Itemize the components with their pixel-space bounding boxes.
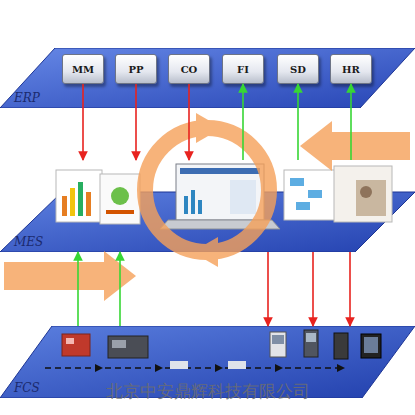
watermark-text: 北京中安鼎辉科技有限公司 <box>106 381 310 401</box>
erp-module: PP <box>115 54 157 84</box>
layer-name: ERP <box>14 91 40 105</box>
module-name: MM <box>72 64 94 75</box>
flow-arrow <box>77 252 79 326</box>
erp-module: CO <box>168 54 210 84</box>
flow-arrow <box>82 84 84 160</box>
layer-name: FCS <box>14 381 40 395</box>
flow-arrow <box>119 252 121 326</box>
erp-module: FI <box>222 54 264 84</box>
module-name: HR <box>342 64 360 75</box>
flow-arrow <box>350 84 352 160</box>
report-screens <box>56 170 140 224</box>
watermark: 北京中安鼎辉科技有限公司 <box>0 380 415 403</box>
cycle-arrows <box>4 113 410 301</box>
flow-arrow <box>349 252 351 326</box>
erp-module: HR <box>330 54 372 84</box>
field-devices <box>45 330 381 372</box>
module-name: PP <box>128 64 143 75</box>
layer-name: MES <box>14 235 43 249</box>
erp-module: MM <box>62 54 104 84</box>
flow-arrow <box>135 84 137 160</box>
module-name: FI <box>237 64 249 75</box>
erp-layer: ERP MM PP CO FI SD HR <box>0 48 415 108</box>
module-name: CO <box>181 64 198 75</box>
plane-shape <box>0 48 415 108</box>
flow-arrow <box>242 84 244 160</box>
module-name: SD <box>290 64 306 75</box>
plane-shape <box>0 192 415 252</box>
layer-plane <box>0 160 415 252</box>
flow-arrow <box>188 84 190 160</box>
mes-layer: MES <box>0 160 415 252</box>
flow-arrow <box>297 84 299 160</box>
process-screens <box>284 166 392 222</box>
erp-module: SD <box>277 54 319 84</box>
laptop-screen <box>160 164 280 229</box>
flow-arrow <box>312 252 314 326</box>
flow-arrow <box>267 252 269 326</box>
